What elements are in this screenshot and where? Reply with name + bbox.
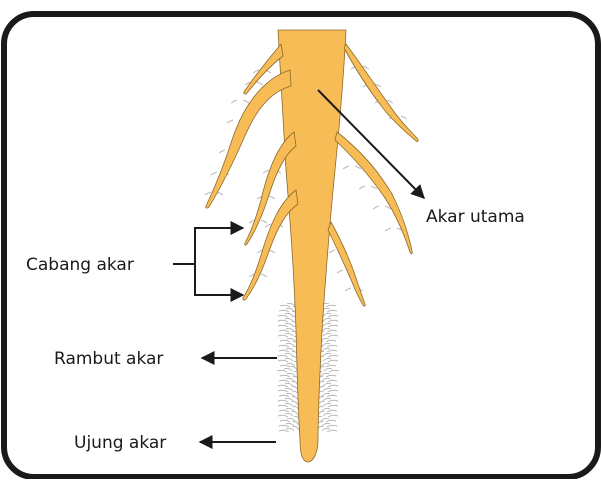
main-root-label: Akar utama: [426, 207, 525, 227]
root-tip-label: Ujung akar: [74, 433, 166, 453]
root-hair-label: Rambut akar: [54, 349, 163, 369]
branch-root-label: Cabang akar: [26, 255, 134, 275]
